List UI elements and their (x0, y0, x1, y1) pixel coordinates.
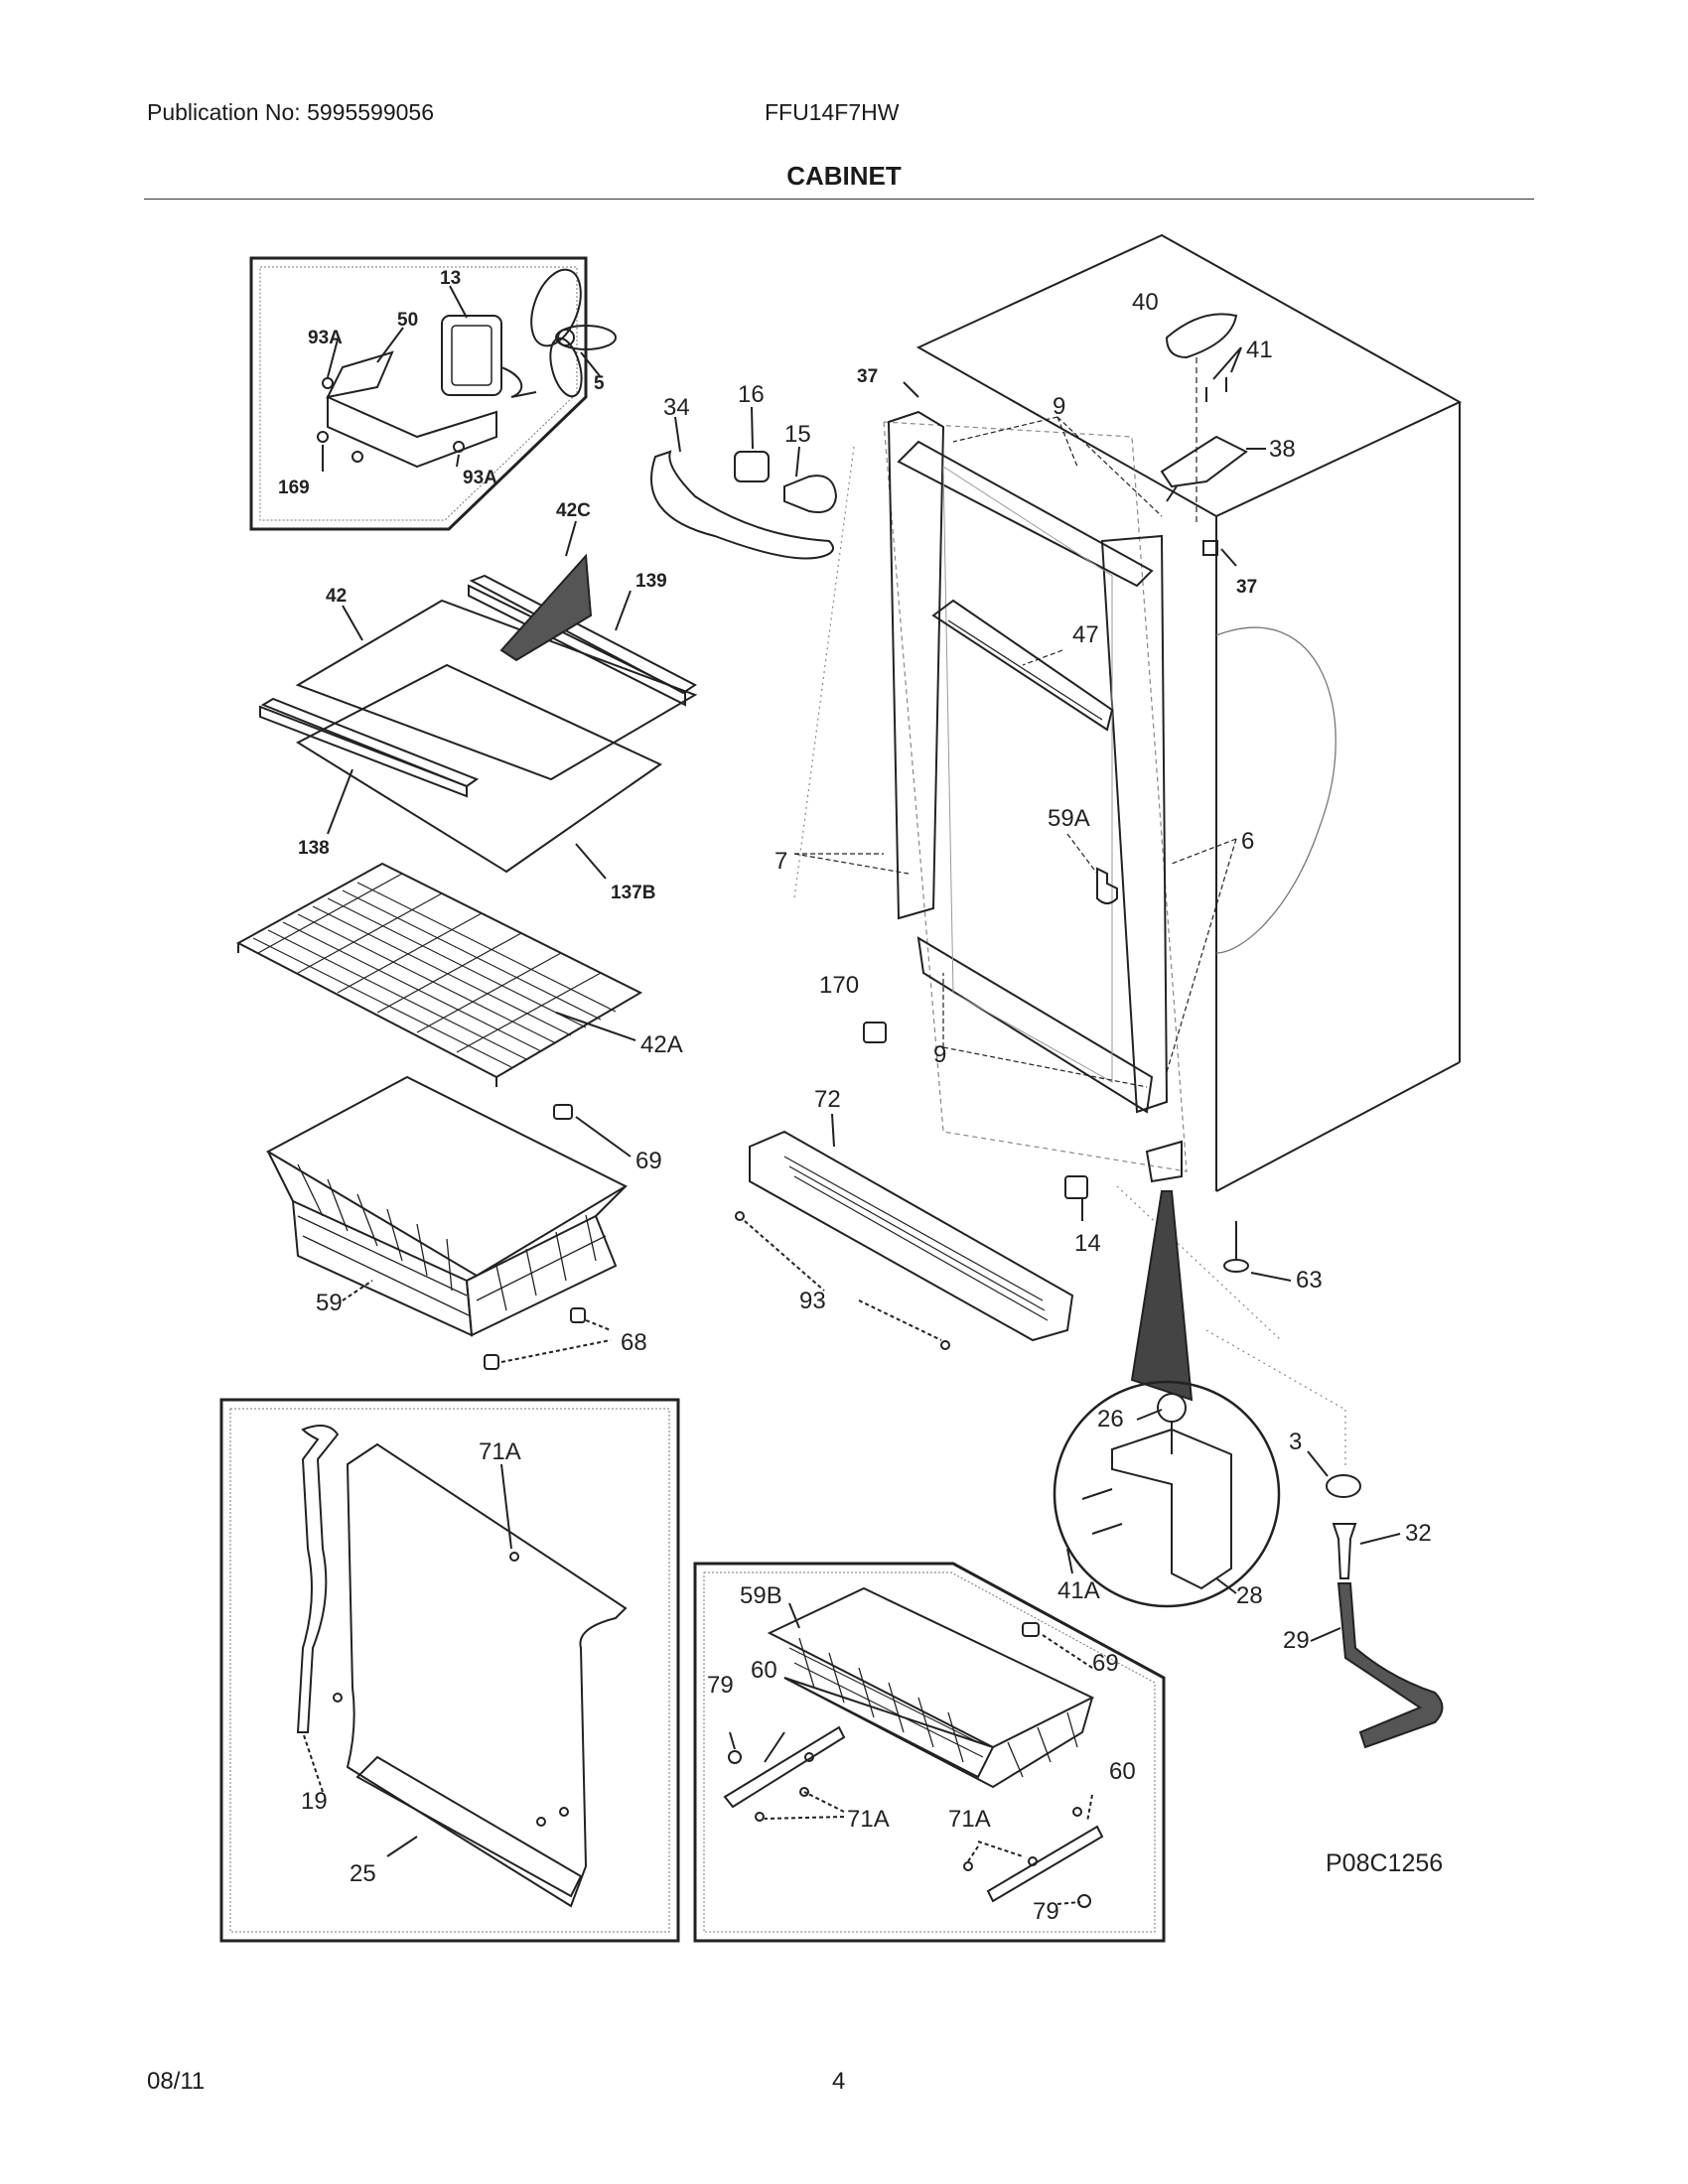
callout-71a-right: 71A (948, 1806, 991, 1833)
callout-26: 26 (1097, 1406, 1124, 1433)
light-socket (734, 451, 770, 482)
callout-37-mid: 37 (1236, 577, 1257, 598)
callout-59: 59 (316, 1290, 343, 1316)
shelf-frame (295, 663, 662, 874)
bottom-hinge (1145, 1140, 1183, 1183)
section-title: CABINET (786, 161, 902, 191)
callout-170: 170 (819, 972, 859, 999)
callout-5: 5 (594, 373, 605, 394)
callout-3: 3 (1289, 1429, 1302, 1455)
callout-6: 6 (1241, 828, 1254, 855)
callout-137b: 137B (611, 883, 655, 903)
fan-motor (441, 315, 502, 396)
glass-shelf (295, 599, 698, 781)
callout-41: 41 (1246, 337, 1273, 363)
callout-7: 7 (774, 848, 787, 875)
callout-9-bottom: 9 (933, 1041, 946, 1068)
power-switch (1064, 1175, 1088, 1199)
callout-59b: 59B (740, 1582, 782, 1609)
plug-button (1326, 1474, 1361, 1498)
callout-71a-left: 71A (847, 1806, 890, 1833)
zoom-cone (1130, 1190, 1194, 1402)
callout-79-top: 79 (707, 1672, 734, 1699)
callout-69-bottom: 69 (1092, 1650, 1119, 1677)
model-number: FFU14F7HW (765, 99, 900, 125)
fan-bracket (327, 395, 497, 469)
callout-139: 139 (635, 571, 667, 592)
fan-blade (530, 268, 617, 398)
callout-59a: 59A (1048, 805, 1090, 832)
hinge-cap (1165, 313, 1238, 359)
liner-duct (931, 599, 1114, 732)
callout-79-bottom: 79 (1033, 1898, 1059, 1925)
wire-shelf (235, 862, 643, 1087)
callout-9-top: 9 (1053, 393, 1065, 420)
callout-50: 50 (397, 310, 418, 331)
callout-29: 29 (1283, 1627, 1310, 1654)
callout-19: 19 (301, 1788, 328, 1815)
back-rail (469, 574, 697, 695)
callout-40: 40 (1132, 289, 1159, 316)
divider-gasket (296, 1425, 340, 1733)
callout-60-top: 60 (751, 1657, 777, 1684)
diagram-ref-code: P08C1256 (1326, 1849, 1443, 1877)
fan-assembly-inset (249, 256, 617, 531)
callout-42c: 42C (556, 500, 591, 521)
callout-72: 72 (814, 1086, 841, 1113)
callout-41a: 41A (1057, 1577, 1100, 1604)
freezer-basket (265, 1075, 632, 1370)
callout-68: 68 (621, 1329, 647, 1356)
callout-37-top: 37 (857, 366, 878, 387)
callout-38: 38 (1269, 436, 1296, 463)
top-hinge (1160, 435, 1248, 488)
page-number: 4 (832, 2068, 846, 2095)
callout-63: 63 (1296, 1267, 1323, 1294)
callout-60-bottom: 60 (1109, 1758, 1136, 1785)
callout-28: 28 (1236, 1582, 1263, 1609)
callout-16: 16 (738, 381, 765, 408)
callout-25: 25 (350, 1860, 376, 1887)
hinge-detail (1053, 1380, 1281, 1608)
callout-15: 15 (784, 421, 811, 448)
callout-169: 169 (278, 478, 310, 498)
callout-34: 34 (663, 394, 690, 421)
callout-13: 13 (440, 268, 461, 289)
footer-date: 08/11 (147, 2068, 206, 2095)
callout-138: 138 (298, 838, 330, 859)
divider-panel-inset (219, 1398, 680, 1943)
callout-14: 14 (1074, 1230, 1101, 1257)
glass-shelf-assembly (259, 520, 698, 880)
callout-42a: 42A (640, 1031, 683, 1058)
light-shield (650, 450, 834, 560)
callout-32: 32 (1405, 1520, 1432, 1547)
publication-number: Publication No: 5995599056 (147, 99, 435, 125)
hinge-wrench (1336, 1582, 1444, 1749)
callout-93a-top: 93A (308, 328, 343, 348)
leveling-leg (1223, 1221, 1292, 1282)
slide-rail-left (723, 1725, 846, 1809)
callout-93a-bottom: 93A (463, 468, 497, 488)
small-basket-inset (693, 1562, 1166, 1943)
light-switch (863, 1022, 887, 1043)
header-rule (144, 199, 1534, 200)
toe-grille (735, 1113, 1074, 1350)
callout-47: 47 (1072, 621, 1099, 648)
cabinet-body (793, 233, 1463, 1341)
callout-69-top: 69 (635, 1148, 662, 1174)
light-assembly (650, 406, 838, 560)
callout-93: 93 (799, 1288, 826, 1314)
vent-cover (499, 553, 593, 662)
hinge-pin (1332, 1523, 1357, 1579)
divider-panel (346, 1442, 628, 1908)
slide-rail-right (986, 1825, 1104, 1903)
callout-42: 42 (326, 586, 347, 607)
basket-hook (1096, 867, 1118, 904)
light-bulb (783, 475, 838, 513)
callout-71a-top: 71A (479, 1438, 521, 1465)
